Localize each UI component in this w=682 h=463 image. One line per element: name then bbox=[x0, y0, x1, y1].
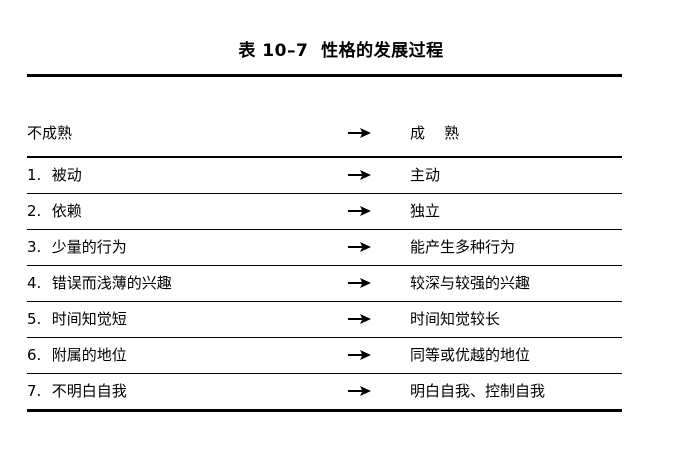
cell-immature: 1. 被动 bbox=[27, 156, 310, 194]
mature-trait-text: 较深与较强的兴趣 bbox=[410, 273, 531, 292]
right-arrow-icon bbox=[348, 169, 372, 181]
cell-arrow bbox=[310, 301, 410, 338]
mature-trait-text: 明白自我、控制自我 bbox=[410, 381, 546, 400]
row-number: 5. bbox=[27, 309, 42, 328]
right-arrow-icon bbox=[348, 313, 372, 325]
cell-mature: 时间知觉较长 bbox=[410, 301, 622, 338]
table-row: 2. 依赖 独立 bbox=[27, 193, 622, 230]
row-number: 7. bbox=[27, 381, 42, 400]
immature-trait-text: 附属的地位 bbox=[51, 345, 127, 364]
cell-immature: 6. 附属的地位 bbox=[27, 337, 310, 374]
cell-arrow bbox=[310, 193, 410, 230]
mature-trait-text: 时间知觉较长 bbox=[410, 309, 501, 328]
table-row: 1. 被动 主动 bbox=[27, 156, 622, 194]
cell-mature: 主动 bbox=[410, 156, 622, 194]
cell-arrow bbox=[310, 337, 410, 374]
immature-trait-text: 错误而浅薄的兴趣 bbox=[51, 273, 172, 292]
table-row: 4. 错误而浅薄的兴趣 较深与较强的兴趣 bbox=[27, 265, 622, 302]
row-number: 3. bbox=[27, 237, 42, 256]
row-number: 1. bbox=[27, 165, 42, 184]
cell-mature: 能产生多种行为 bbox=[410, 229, 622, 266]
cell-immature: 2. 依赖 bbox=[27, 193, 310, 230]
right-arrow-icon bbox=[348, 127, 372, 139]
right-arrow-icon bbox=[348, 205, 372, 217]
table-top-rule bbox=[27, 74, 622, 111]
table-row: 6. 附属的地位 同等或优越的地位 bbox=[27, 337, 622, 374]
row-number: 6. bbox=[27, 345, 42, 364]
cell-mature: 独立 bbox=[410, 193, 622, 230]
immature-trait-text: 不明白自我 bbox=[51, 381, 127, 400]
top-rule-cell-3 bbox=[410, 74, 622, 111]
cell-mature: 同等或优越的地位 bbox=[410, 337, 622, 374]
immature-trait-text: 依赖 bbox=[51, 201, 82, 220]
cell-mature: 较深与较强的兴趣 bbox=[410, 265, 622, 302]
table-body: 1. 被动 主动 2. 依赖 独立 3. 少量的行为 能产生多种行为 4. 错误而浅薄的兴趣… bbox=[27, 156, 622, 412]
column-header-arrow bbox=[310, 110, 410, 158]
cell-immature: 5. 时间知觉短 bbox=[27, 301, 310, 338]
table-header-row: 不成熟 成 熟 bbox=[27, 110, 622, 158]
column-header-mature: 成 熟 bbox=[410, 110, 622, 158]
right-arrow-icon bbox=[348, 241, 372, 253]
table-head: 不成熟 成 熟 bbox=[27, 74, 622, 158]
cell-mature: 明白自我、控制自我 bbox=[410, 373, 622, 412]
mature-trait-text: 能产生多种行为 bbox=[410, 237, 516, 256]
cell-arrow bbox=[310, 229, 410, 266]
immature-trait-text: 少量的行为 bbox=[51, 237, 127, 256]
cell-arrow bbox=[310, 265, 410, 302]
immature-trait-text: 被动 bbox=[51, 165, 82, 184]
cell-arrow bbox=[310, 156, 410, 194]
top-rule-cell-2 bbox=[310, 74, 410, 111]
personality-development-table: 不成熟 成 熟 1. 被动 主动 2. 依赖 独立 3. 少量的行为 能产生多种行为 4. … bbox=[27, 74, 622, 412]
cell-immature: 7. 不明白自我 bbox=[27, 373, 310, 412]
top-rule-cell-1 bbox=[27, 74, 310, 111]
table-row: 5. 时间知觉短 时间知觉较长 bbox=[27, 301, 622, 338]
table-row: 7. 不明白自我 明白自我、控制自我 bbox=[27, 373, 622, 412]
row-number: 4. bbox=[27, 273, 42, 292]
mature-trait-text: 独立 bbox=[410, 201, 441, 220]
mature-trait-text: 同等或优越的地位 bbox=[410, 345, 531, 364]
cell-arrow bbox=[310, 373, 410, 412]
immature-trait-text: 时间知觉短 bbox=[51, 309, 127, 328]
table-caption: 表 10–7 性格的发展过程 bbox=[238, 41, 444, 61]
right-arrow-icon bbox=[348, 349, 372, 361]
mature-trait-text: 主动 bbox=[410, 165, 441, 184]
right-arrow-icon bbox=[348, 277, 372, 289]
row-number: 2. bbox=[27, 201, 42, 220]
cell-immature: 3. 少量的行为 bbox=[27, 229, 310, 266]
right-arrow-icon bbox=[348, 385, 372, 397]
table-row: 3. 少量的行为 能产生多种行为 bbox=[27, 229, 622, 266]
cell-immature: 4. 错误而浅薄的兴趣 bbox=[27, 265, 310, 302]
column-header-immature: 不成熟 bbox=[27, 110, 310, 158]
